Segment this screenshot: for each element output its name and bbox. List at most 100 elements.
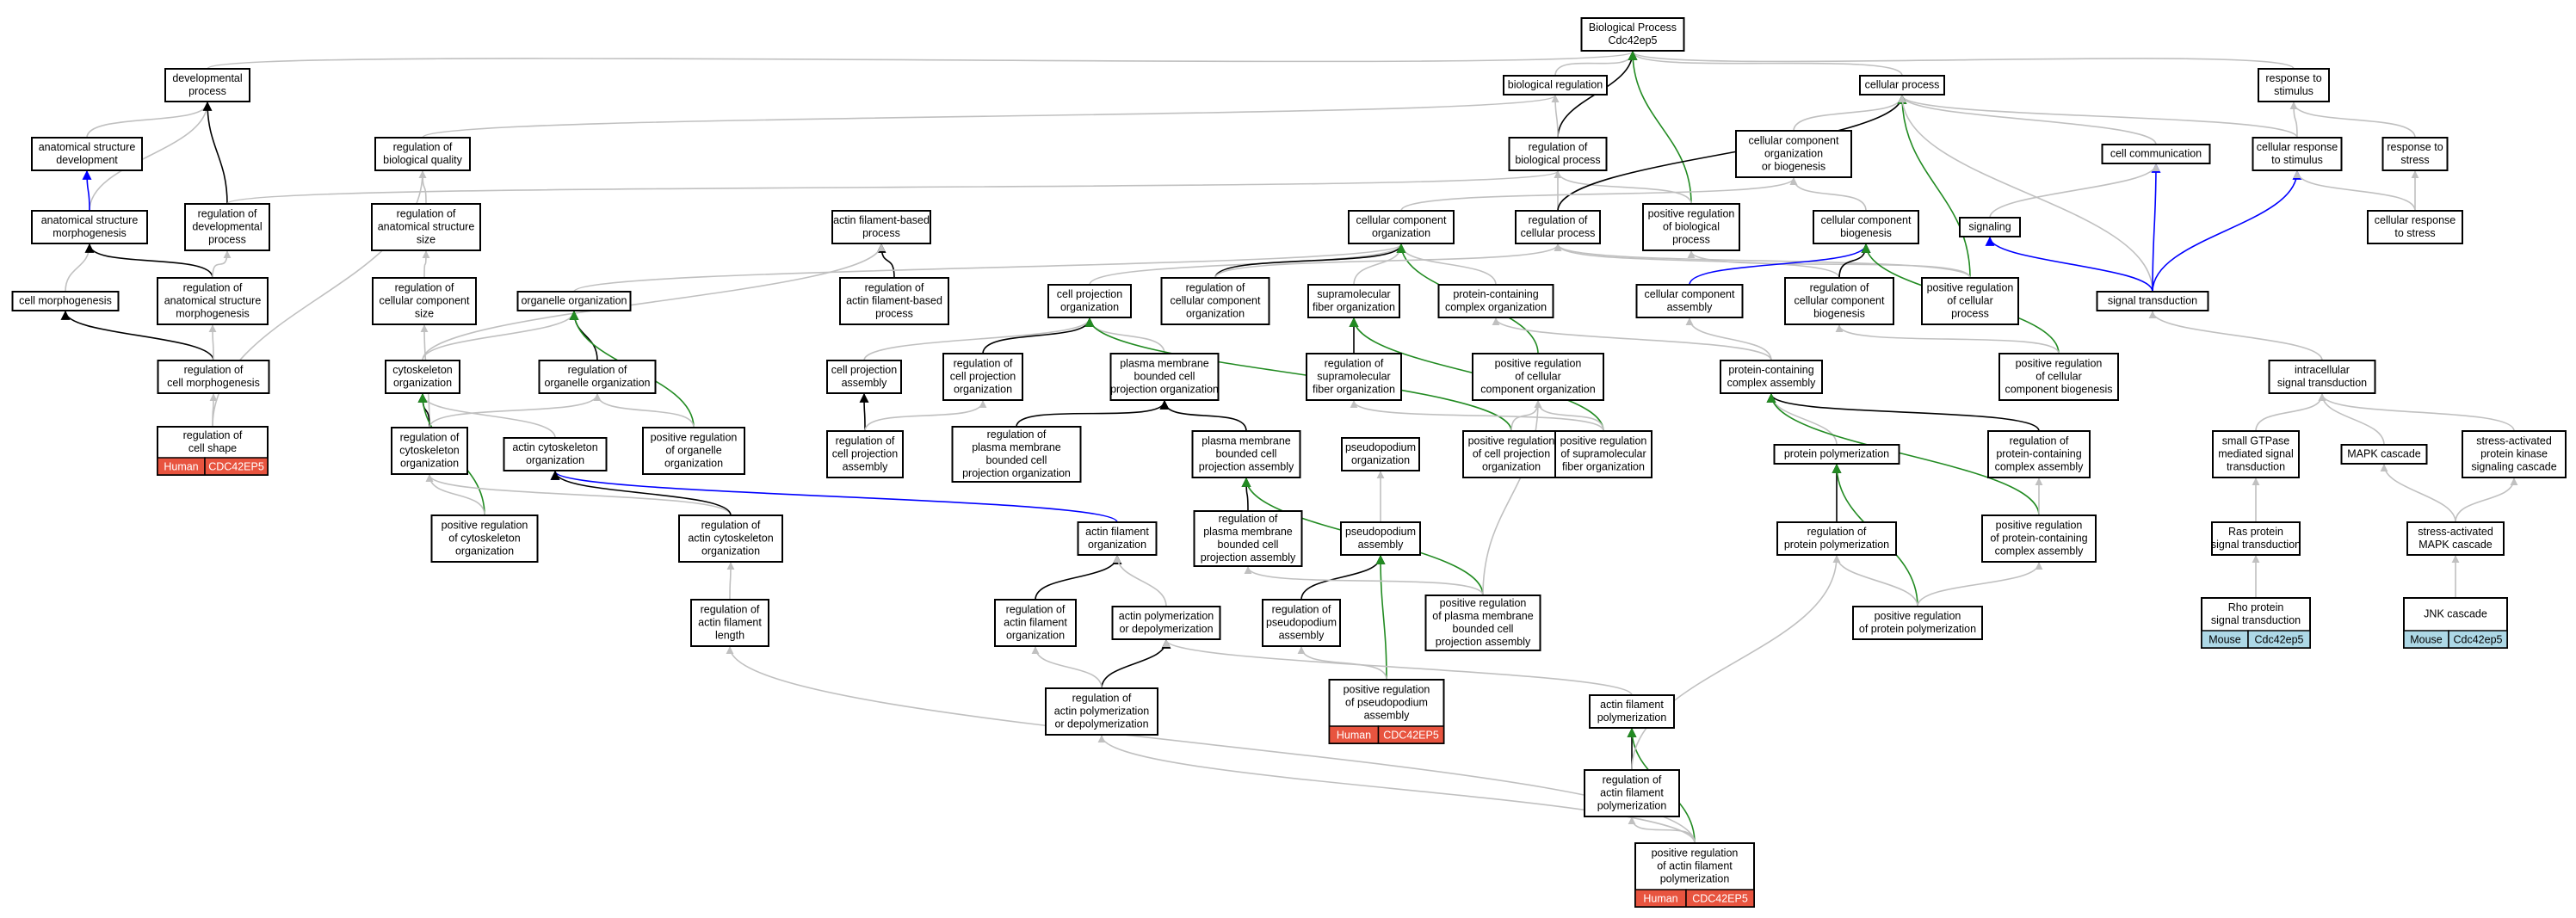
node-label-line: positive regulation	[1996, 520, 2083, 532]
node-label-line: to stress	[2394, 227, 2435, 239]
node-box	[826, 360, 902, 394]
node-box	[372, 277, 477, 325]
go-term-node-breg[interactable]: biological regulation	[1503, 75, 1608, 95]
go-term-node-cp[interactable]: cellular process	[1859, 75, 1945, 95]
node-label-line: actin cytoskeleton	[688, 533, 773, 545]
species-tag-label: Mouse	[2208, 634, 2241, 646]
edge-pcca-to-pcco	[1492, 317, 1772, 361]
edge-pmbcpa-to-pmbcpo	[1159, 399, 1247, 432]
edge-rcpo-to-cpo	[982, 317, 1095, 354]
go-term-node-pp[interactable]: protein polymerization	[1773, 444, 1900, 465]
node-label-line: pseudopodium	[1266, 617, 1337, 629]
go-term-node-st[interactable]: signal transduction	[2096, 291, 2209, 311]
node-label-line: regulation of	[395, 282, 454, 294]
node-box	[2367, 210, 2463, 244]
go-term-node-mapk[interactable]: MAPK cascade	[2340, 444, 2428, 465]
go-term-node-cm[interactable]: cell morphogenesis	[11, 291, 120, 311]
go-term-node-oo[interactable]: organelle organization	[516, 291, 632, 311]
node-box	[1584, 769, 1680, 817]
go-term-node-sig[interactable]: signaling	[1959, 217, 2021, 237]
go-term-node-cc[interactable]: cell communication	[2101, 144, 2211, 164]
node-label-line: or depolymerization	[1054, 718, 1148, 730]
node-label-line: of cellular	[2035, 371, 2082, 383]
node-label-line: positive regulation	[1560, 435, 1647, 447]
edge-samapk-to-mapk	[2380, 464, 2456, 523]
